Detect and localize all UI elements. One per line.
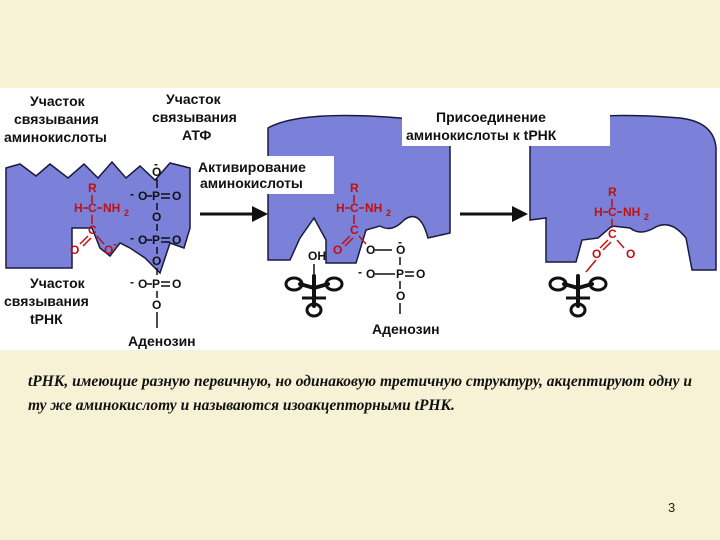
atom-r: R	[88, 181, 97, 195]
atom-nh-subscript-2: 2	[386, 208, 391, 218]
arrow-2	[460, 206, 528, 222]
enzyme-shape-3	[529, 114, 717, 271]
attach-label-line2: аминокислоты к tРНК	[406, 127, 557, 143]
charge-minus-5: -	[358, 265, 362, 279]
trna-site-label-line2: связывания	[4, 293, 89, 309]
charge-minus-1: -	[130, 187, 134, 201]
atom-c-2: C	[350, 201, 359, 215]
attach-label-line1: Присоединение	[436, 109, 546, 125]
page-number: 3	[668, 500, 676, 515]
amino-site-label-line3: аминокислоты	[4, 129, 107, 145]
enzyme-shape-1	[5, 160, 191, 275]
atom-o-top: O	[152, 165, 161, 179]
attach-label-bg	[402, 106, 610, 146]
atom-h-3: H	[594, 205, 603, 219]
activation-label-line1: Активирование	[198, 159, 306, 175]
atom-o-bridge-3: O	[152, 298, 161, 312]
atom-c-carboxyl: C	[88, 223, 97, 237]
atom-r-2: R	[350, 181, 359, 195]
atom-o-right-4: O	[416, 267, 425, 281]
atom-h: H	[74, 201, 83, 215]
atom-o-minus: O	[104, 243, 113, 257]
activation-label-line2: аминокислоты	[200, 175, 303, 191]
activation-label-bg	[194, 156, 334, 194]
arrow-1	[200, 206, 268, 222]
atom-o-right-2: O	[172, 233, 181, 247]
amino-acid-molecule-1: R H C NH 2 C O O -	[70, 181, 129, 257]
atom-h-2: H	[336, 201, 345, 215]
atom-o-bridge-1: O	[152, 210, 161, 224]
amino-site-label-line1: Участок	[30, 93, 86, 109]
aminoacyl-trna-molecule: R H C NH 2 C O O	[585, 185, 649, 273]
trna-site-label-line1: Участок	[30, 275, 86, 291]
atom-r-3: R	[608, 185, 617, 199]
atom-o-left-1: O	[138, 189, 147, 203]
charge-minus-top: -	[154, 157, 158, 171]
adenosine-label-1: Аденозин	[128, 333, 196, 349]
atom-oh: OH	[308, 249, 326, 263]
atom-c-3: C	[608, 205, 617, 219]
adenosine-label-2: Аденозин	[372, 321, 440, 337]
atom-o-bridge-2: O	[152, 254, 161, 268]
atp-site-label-line2: связывания	[152, 109, 237, 125]
atom-o-link-2: O	[366, 243, 375, 257]
trna-site-label-line3: tРНК	[30, 311, 63, 327]
atom-c-carboxyl-3: C	[608, 227, 617, 241]
atom-o-3b: O	[626, 247, 635, 261]
trna-molecule-2	[548, 274, 608, 318]
charge-minus-3: -	[130, 275, 134, 289]
atom-o-bridge-4: O	[396, 289, 405, 303]
atom-nh-2: NH	[365, 201, 382, 215]
atom-nh: NH	[103, 201, 120, 215]
atom-o-2: O	[333, 243, 342, 257]
atp-molecule: O - O - P O O O - P O	[130, 157, 181, 328]
aminoacyl-trna-synthesis-diagram: Участок связывания аминокислоты Участок …	[4, 91, 717, 349]
atom-o-right-1: O	[172, 189, 181, 203]
atp-site-label-line1: Участок	[166, 91, 222, 107]
atom-p-2: P	[152, 233, 160, 247]
amino-site-label-line2: связывания	[14, 111, 99, 127]
charge-minus: -	[113, 237, 117, 251]
atom-nh-subscript: 2	[124, 208, 129, 218]
atom-o-right-3: O	[172, 277, 181, 291]
atom-c: C	[88, 201, 97, 215]
atom-o-left-2: O	[138, 233, 147, 247]
atom-c-carboxyl-2: C	[350, 223, 359, 237]
atom-nh-3: NH	[623, 205, 640, 219]
atp-site-label-line3: АТФ	[182, 127, 211, 143]
diagram-panel: Участок связывания аминокислоты Участок …	[0, 88, 720, 350]
atom-p-3: P	[152, 277, 160, 291]
aminoacyl-amp-molecule: R H C NH 2 C O O O - O -	[333, 181, 425, 314]
atom-o-top-2: O	[396, 243, 405, 257]
atom-p-4: P	[396, 267, 404, 281]
charge-minus-4: -	[398, 235, 402, 249]
atom-o-left-3: O	[138, 277, 147, 291]
charge-minus-2: -	[130, 231, 134, 245]
trna-molecule-1: OH	[284, 249, 344, 318]
enzyme-shape-2	[267, 114, 451, 264]
atom-p-1: P	[152, 189, 160, 203]
atom-o-3: O	[592, 247, 601, 261]
atom-o-left-4: O	[366, 267, 375, 281]
atom-nh-subscript-3: 2	[644, 212, 649, 222]
caption-text: tРНК, имеющие разную первичную, но одина…	[28, 373, 692, 414]
atom-o: O	[70, 243, 79, 257]
